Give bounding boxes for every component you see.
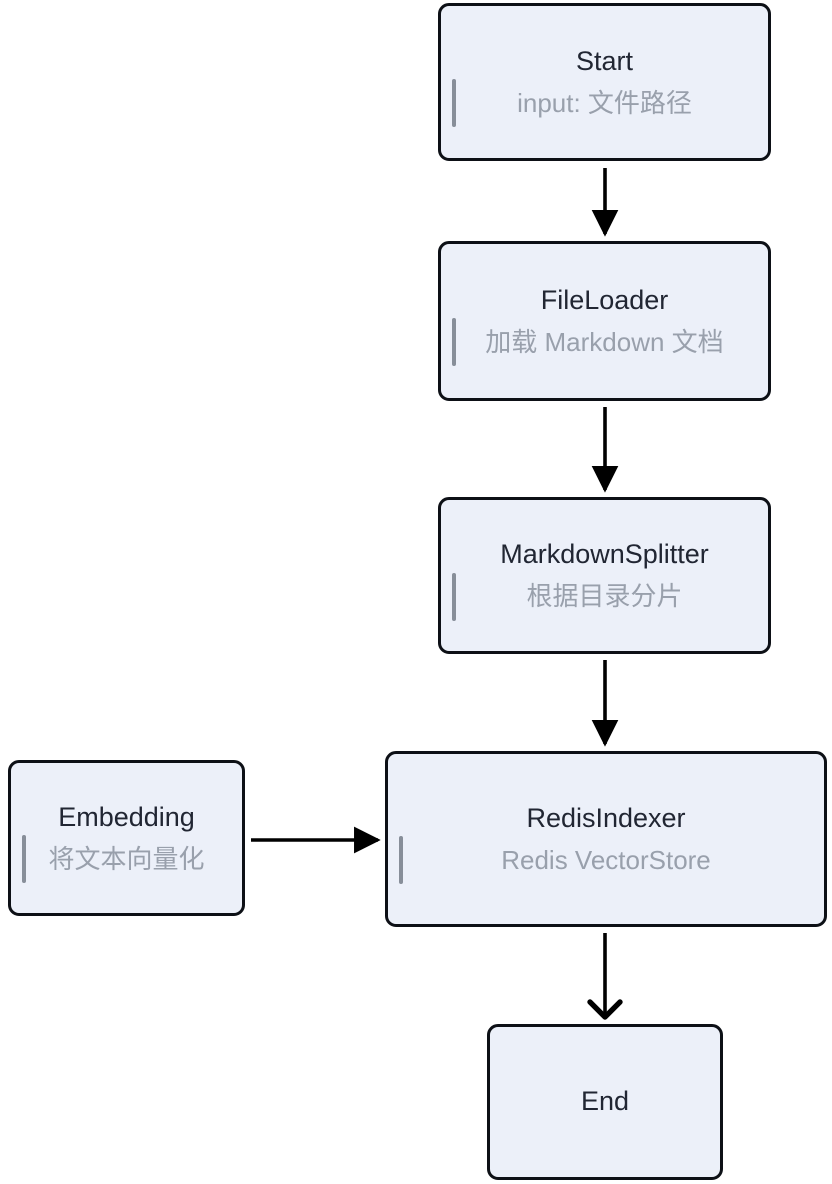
node-redisindexer: RedisIndexer Redis VectorStore <box>385 751 827 927</box>
edge-redis-end-arrowhead <box>587 999 623 1020</box>
node-title: FileLoader <box>540 284 669 315</box>
node-embedding: Embedding 将文本向量化 <box>8 760 245 916</box>
node-markdownsplitter: MarkdownSplitter 根据目录分片 <box>438 497 771 654</box>
node-end: End <box>487 1024 723 1180</box>
node-title: MarkdownSplitter <box>500 539 709 570</box>
subtitle-accent-bar <box>452 318 456 366</box>
node-subtitle: 加载 Markdown 文档 <box>485 326 724 357</box>
subtitle-accent-bar <box>452 79 456 127</box>
subtitle-accent-bar <box>22 835 26 883</box>
node-fileloader: FileLoader 加载 Markdown 文档 <box>438 241 771 401</box>
node-subtitle: 根据目录分片 <box>526 581 683 612</box>
subtitle-accent-bar <box>452 572 456 621</box>
node-subtitle: input: 文件路径 <box>517 87 692 118</box>
subtitle-accent-bar <box>399 836 403 884</box>
node-subtitle: Redis VectorStore <box>501 844 711 875</box>
node-title: RedisIndexer <box>526 802 686 833</box>
node-title: Embedding <box>58 801 195 832</box>
node-title: Start <box>575 45 634 76</box>
node-subtitle: 将文本向量化 <box>48 843 205 874</box>
node-title: End <box>580 1086 630 1117</box>
node-start: Start input: 文件路径 <box>438 3 771 161</box>
